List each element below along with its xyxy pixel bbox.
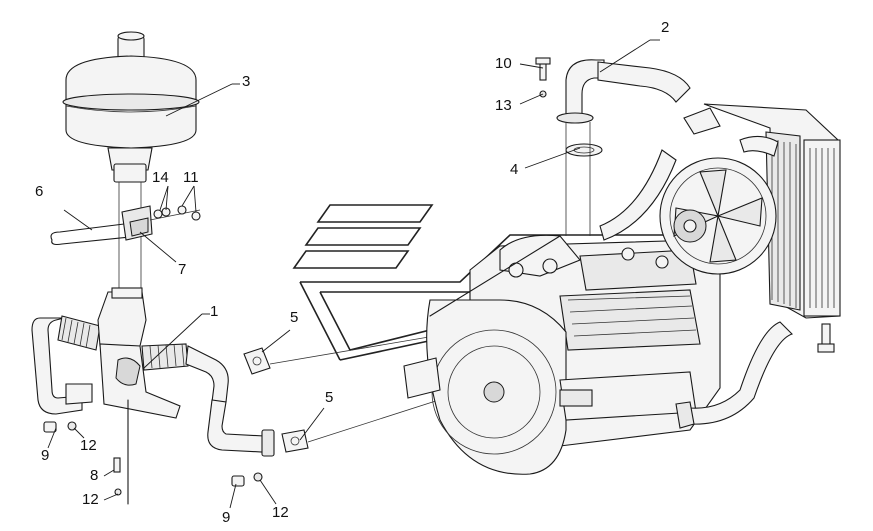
callout-7: 7 [178, 261, 186, 278]
callout-9-bottom: 9 [222, 509, 230, 526]
engine-block [403, 234, 721, 475]
callout-6: 6 [35, 183, 43, 200]
callout-12-bottom: 12 [272, 504, 289, 521]
callout-10: 10 [495, 55, 512, 72]
callout-5-upper: 5 [290, 309, 298, 326]
callout-labels: 3 2 4 1 5 5 6 7 8 9 9 10 11 12 12 12 13 … [35, 19, 669, 526]
callout-12-middle: 12 [82, 491, 99, 508]
callout-3: 3 [242, 73, 250, 90]
callout-8: 8 [90, 467, 98, 484]
intake-elbow [535, 57, 691, 236]
callout-5-lower: 5 [325, 389, 333, 406]
callout-13: 13 [495, 97, 512, 114]
fasteners [43, 421, 263, 496]
callout-1: 1 [210, 303, 218, 320]
callout-2: 2 [661, 19, 669, 36]
callout-14: 14 [152, 169, 169, 186]
leader-lines [47, 39, 660, 509]
callout-11: 11 [183, 169, 199, 186]
mounting-clamp [50, 205, 201, 246]
radiator-assembly [599, 103, 841, 429]
exhaust-pipe-assembly [31, 287, 275, 505]
callout-4: 4 [510, 161, 518, 178]
air-cleaner [62, 31, 200, 290]
callout-9-left: 9 [41, 447, 49, 464]
callout-12-left: 12 [80, 437, 97, 454]
